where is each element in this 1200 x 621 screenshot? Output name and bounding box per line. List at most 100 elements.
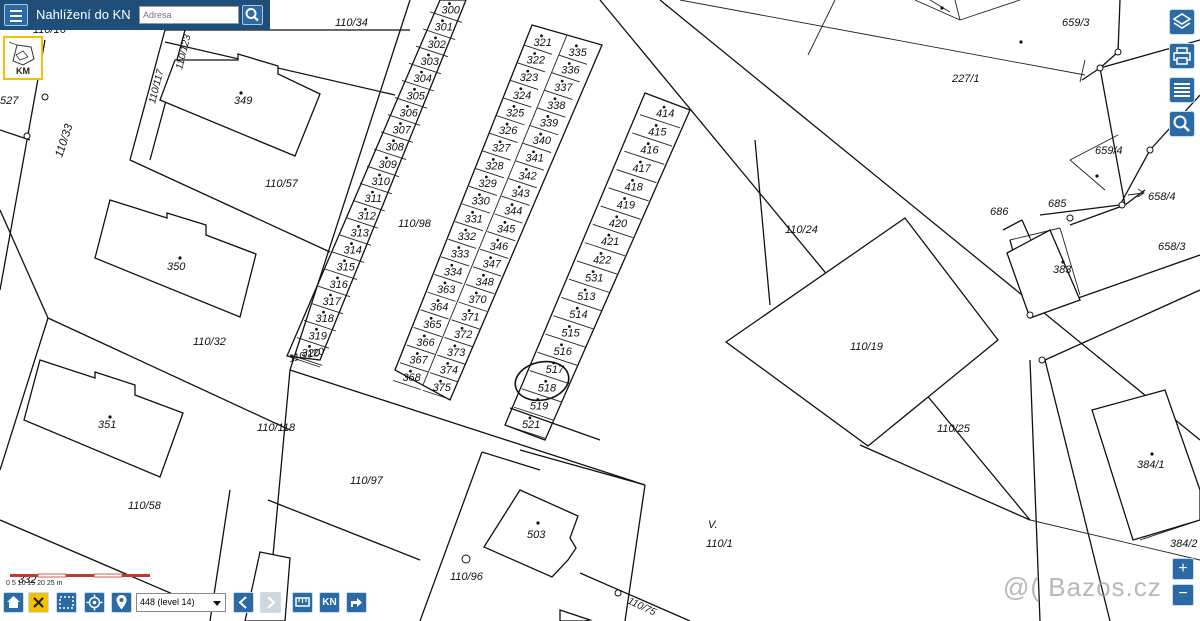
garage-label-422: 422 [593,254,611,266]
garage-row-a [286,0,467,368]
garage-cell-dot [560,343,563,347]
share-button[interactable] [346,592,367,613]
print-button[interactable] [1169,43,1195,69]
garage-cell-divider [503,97,532,108]
km-layer-switch[interactable]: KM [3,36,43,80]
garage-cell-divider [448,238,477,249]
target-icon [86,594,103,611]
garage-cell-dot [464,228,468,232]
label-659-3: 659/3 [1062,17,1090,29]
menu-button[interactable] [4,4,28,26]
garage-cell-dot [422,334,426,338]
garage-label-515: 515 [561,327,580,339]
garage-cell-divider [510,79,539,90]
garage-cell-dot [457,246,461,250]
garage-cell-dot [484,175,488,179]
garage-label-323: 323 [520,72,539,84]
garage-label-301: 301 [435,22,453,34]
garage-cell-divider [317,285,351,298]
garage-cell-divider [517,62,546,73]
garage-cell-divider [406,344,435,355]
garage-cell-divider [451,319,480,330]
garage-cell-dot [654,124,658,127]
garage-cell-divider [472,266,502,277]
garage-cell-divider [366,165,400,178]
garage-cell-dot [599,251,603,255]
map-search-button[interactable] [1169,111,1195,137]
garage-label-421: 421 [601,236,619,248]
scale-ticks: 0 5 10 15 20 25 m [6,580,63,587]
garage-label-307: 307 [393,125,412,137]
garage-cell-divider [616,169,657,184]
locate-button[interactable] [84,592,105,613]
map-symbol: V. [708,519,718,531]
next-view-button[interactable] [260,592,281,613]
address-search-input[interactable] [139,6,239,24]
select-area-button[interactable] [56,592,77,613]
garage-cell-dot [399,122,402,125]
garage-label-414: 414 [656,108,674,120]
garage-cell-dot [413,87,416,91]
kn-button[interactable]: KN [319,592,340,613]
map-pin-icon [116,595,127,610]
garage-cell-divider [420,309,449,320]
garage-label-513: 513 [577,291,596,303]
garage-cell-dot [567,62,571,65]
garage-cell-dot [539,132,543,136]
garage-cell-dot [540,34,543,38]
garage-cell-divider [408,62,442,75]
garage-cell-divider [444,337,473,348]
garage-cell-divider [558,54,587,65]
home-button[interactable] [3,592,24,613]
garage-cell-divider [458,301,487,312]
zoom-out-button[interactable]: − [1172,584,1194,606]
garage-label-373: 373 [447,347,466,359]
garage-block-b [394,24,603,401]
measure-button[interactable] [292,592,313,613]
watermark: @( Bazos.cz [1003,572,1162,602]
legend-button[interactable] [1169,77,1195,103]
garage-label-341: 341 [526,153,544,165]
garage-label-308: 308 [386,142,405,154]
previous-view-button[interactable] [233,592,254,613]
garage-label-337: 337 [554,82,573,94]
garage-cell-divider [480,248,509,259]
garage-cell-dot [308,345,311,348]
scale-select-value: 448 (level 14) [140,597,195,607]
garage-label-326: 326 [499,125,518,137]
garage-cell-dot [357,225,360,228]
garage-label-370: 370 [468,294,487,306]
garage-cell-dot [336,276,339,280]
garage-cell-divider [513,406,555,421]
garage-label-310: 310 [372,176,391,188]
garage-label-347: 347 [483,259,502,271]
layers-button[interactable] [1169,9,1195,35]
search-button[interactable] [242,5,263,25]
marker-button[interactable] [111,592,132,613]
legend-icon [1174,83,1190,97]
garage-row-c [504,92,691,441]
clear-button[interactable] [28,592,49,613]
garage-cell-dot [583,288,587,292]
garage-label-304: 304 [414,73,432,85]
garage-cell-dot [343,259,346,263]
scale-select[interactable]: 448 (level 14) [136,593,226,612]
garage-cell-divider [413,327,442,338]
garage-label-306: 306 [400,107,419,119]
garage-cell-divider [454,221,484,232]
garage-cell-dot [439,379,442,383]
garage-cell-divider [359,182,393,195]
garage-cell-dot [615,215,619,219]
zoom-in-button[interactable]: + [1172,558,1194,580]
garage-cell-divider [422,389,452,401]
garage-cell-divider [324,268,358,280]
garage-cell-divider [624,150,665,165]
garage-cell-divider [352,200,386,212]
garage-cell-dot [385,156,388,160]
garage-cell-dot [553,97,557,101]
garage-cell-divider [482,150,511,161]
garage-cells: 3003013023033043053063073083093103113123… [289,2,681,440]
garage-label-339: 339 [540,117,558,129]
garage-label-320: 320 [302,347,321,359]
